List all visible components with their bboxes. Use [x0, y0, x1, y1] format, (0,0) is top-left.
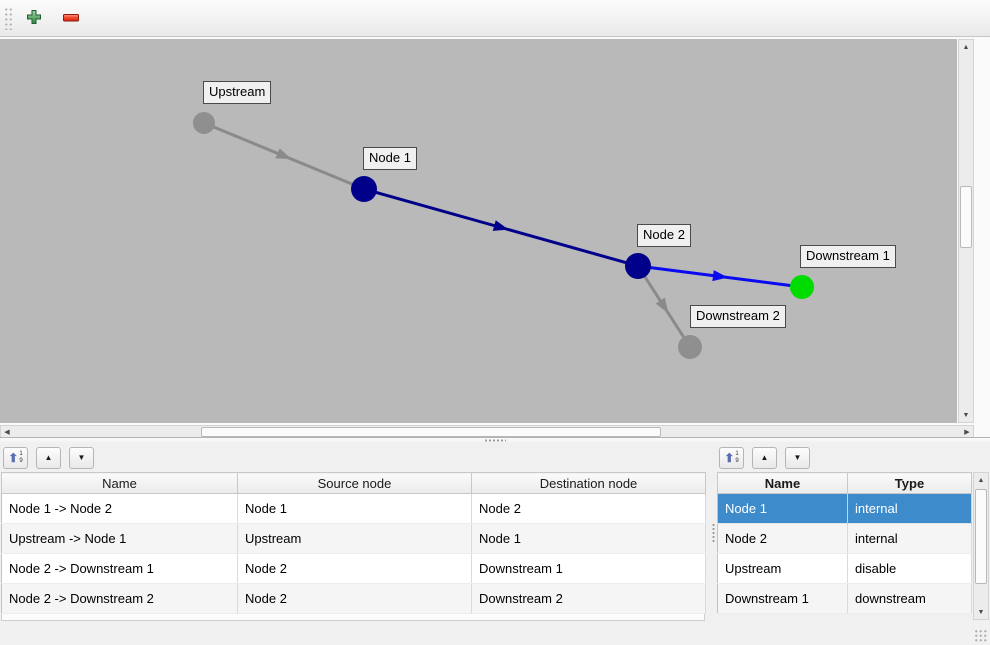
graph-vertical-scrollbar[interactable]: ▲ ▼ — [958, 39, 974, 423]
splitter-grip-icon — [484, 439, 506, 442]
nodes-toolbar: ⬆ 19 ▲ ▼ — [716, 443, 990, 472]
up-triangle-icon: ▲ — [761, 453, 769, 462]
status-bar — [0, 622, 990, 645]
table-cell[interactable]: Upstream -> Node 1 — [2, 524, 238, 554]
edge-arrow-icon — [275, 148, 293, 164]
sort-button[interactable]: ⬆ 19 — [3, 447, 28, 469]
add-node-button[interactable] — [19, 3, 49, 33]
table-cell[interactable]: disable — [848, 554, 972, 584]
scrollbar-thumb[interactable] — [960, 186, 972, 248]
sort-button[interactable]: ⬆ 19 — [719, 447, 744, 469]
nodes-table: NameTypeNode 1internalNode 2internalUpst… — [716, 472, 990, 614]
column-header-source-node[interactable]: Source node — [238, 473, 472, 494]
move-down-button[interactable]: ▼ — [69, 447, 94, 469]
table-cell[interactable]: Upstream — [718, 554, 848, 584]
edge-row[interactable]: Node 1 -> Node 2Node 1Node 2 — [2, 494, 706, 524]
plus-icon — [26, 9, 42, 28]
edge-arrow-icon — [656, 298, 673, 317]
node-row[interactable]: Upstreamdisable — [718, 554, 972, 584]
graph-node-downstream-1[interactable] — [790, 275, 814, 299]
table-cell[interactable]: Node 2 — [472, 494, 706, 524]
node-row[interactable]: Downstream 1downstream — [718, 584, 972, 614]
column-header-type[interactable]: Type — [848, 473, 972, 494]
table-cell[interactable]: Node 1 -> Node 2 — [2, 494, 238, 524]
nodes-pane: ⬆ 19 ▲ ▼ NameTypeNode 1internalNode 2int… — [716, 443, 990, 622]
edges-pane: ⬆ 19 ▲ ▼ NameSource nodeDestination node… — [0, 443, 710, 622]
move-down-button[interactable]: ▼ — [785, 447, 810, 469]
graph-node-node-1[interactable] — [351, 176, 377, 202]
down-triangle-icon: ▼ — [794, 453, 802, 462]
graph-node-downstream-2[interactable] — [678, 335, 702, 359]
edge-arrow-icon — [493, 220, 510, 235]
nodes-table-scrollbar[interactable]: ▲ ▼ — [973, 472, 989, 620]
node-row[interactable]: Node 2internal — [718, 524, 972, 554]
scrollbar-thumb[interactable] — [975, 489, 987, 584]
graph-node-label-downstream-1[interactable]: Downstream 1 — [800, 245, 896, 268]
column-header-name[interactable]: Name — [2, 473, 238, 494]
window-resize-grip[interactable] — [974, 629, 987, 642]
table-cell[interactable]: Node 2 — [238, 584, 472, 614]
table-cell[interactable]: Node 2 — [718, 524, 848, 554]
move-up-button[interactable]: ▲ — [36, 447, 61, 469]
edge-row[interactable]: Upstream -> Node 1UpstreamNode 1 — [2, 524, 706, 554]
scroll-down-icon[interactable]: ▼ — [974, 605, 988, 619]
table-cell[interactable]: Node 2 — [238, 554, 472, 584]
table-cell[interactable]: Downstream 1 — [472, 554, 706, 584]
main-toolbar — [0, 0, 990, 37]
column-header-name[interactable]: Name — [718, 473, 848, 494]
table-cell[interactable]: Node 2 -> Downstream 1 — [2, 554, 238, 584]
table-cell[interactable]: internal — [848, 524, 972, 554]
table-cell[interactable]: Node 2 -> Downstream 2 — [2, 584, 238, 614]
graph-node-label-downstream-2[interactable]: Downstream 2 — [690, 305, 786, 328]
toolbar-drag-handle[interactable] — [3, 6, 12, 30]
graph-node-label-node-2[interactable]: Node 2 — [637, 224, 691, 247]
graph-node-label-node-1[interactable]: Node 1 — [363, 147, 417, 170]
sort-ascending-icon: ⬆ 19 — [724, 451, 738, 464]
edges-table: NameSource nodeDestination nodeNode 1 ->… — [0, 472, 710, 614]
sort-ascending-icon: ⬆ 19 — [8, 451, 22, 464]
scroll-down-icon[interactable]: ▼ — [959, 408, 973, 422]
minus-icon — [63, 11, 80, 26]
table-cell[interactable]: Node 1 — [472, 524, 706, 554]
splitter-grip-icon — [712, 523, 715, 543]
edges-table-bottom-scrollbar[interactable] — [1, 614, 705, 621]
edge-row[interactable]: Node 2 -> Downstream 1Node 2Downstream 1 — [2, 554, 706, 584]
down-triangle-icon: ▼ — [78, 453, 86, 462]
remove-node-button[interactable] — [56, 3, 86, 33]
move-up-button[interactable]: ▲ — [752, 447, 777, 469]
scroll-up-icon[interactable]: ▲ — [974, 473, 988, 487]
up-triangle-icon: ▲ — [45, 453, 53, 462]
node-row[interactable]: Node 1internal — [718, 494, 972, 524]
table-cell[interactable]: downstream — [848, 584, 972, 614]
graph-node-label-upstream[interactable]: Upstream — [203, 81, 271, 104]
table-cell[interactable]: Downstream 1 — [718, 584, 848, 614]
tables-area: ⬆ 19 ▲ ▼ NameSource nodeDestination node… — [0, 443, 990, 622]
table-cell[interactable]: Node 1 — [238, 494, 472, 524]
graph-node-node-2[interactable] — [625, 253, 651, 279]
edges-toolbar: ⬆ 19 ▲ ▼ — [0, 443, 710, 472]
table-cell[interactable]: Upstream — [238, 524, 472, 554]
table-cell[interactable]: Node 1 — [718, 494, 848, 524]
edge-row[interactable]: Node 2 -> Downstream 2Node 2Downstream 2 — [2, 584, 706, 614]
graph-pane: UpstreamNode 1 Node 2 Downstream 1 Downstre… — [0, 37, 990, 437]
graph-canvas[interactable]: UpstreamNode 1 Node 2 Downstream 1 Downstre… — [0, 39, 957, 423]
graph-node-upstream[interactable] — [193, 112, 215, 134]
column-header-destination-node[interactable]: Destination node — [472, 473, 706, 494]
scroll-up-icon[interactable]: ▲ — [959, 40, 973, 54]
table-cell[interactable]: Downstream 2 — [472, 584, 706, 614]
scrollbar-thumb[interactable] — [201, 427, 661, 437]
graph-svg — [0, 39, 957, 423]
table-cell[interactable]: internal — [848, 494, 972, 524]
